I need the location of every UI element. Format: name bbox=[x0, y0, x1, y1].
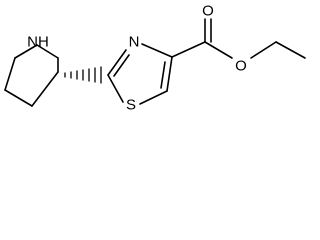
bond-n1-c2-pyrrolidine bbox=[36, 44, 59, 59]
structure-canvas: NH N S O O bbox=[4, 2, 306, 114]
bond-n1-c5-pyrrolidine bbox=[14, 44, 38, 59]
bond-carbonyl-ester-oxygen bbox=[204, 41, 233, 59]
bond-ethyl bbox=[275, 41, 306, 59]
bond-c4-c5-thiazole bbox=[166, 56, 173, 92]
pyrrolidine-nitrogen-label: NH bbox=[27, 34, 49, 51]
bond-c4-carbonyl bbox=[171, 41, 206, 58]
chemical-structure: NH N S O O bbox=[4, 3, 306, 114]
carbonyl-oxygen-label: O bbox=[202, 3, 214, 20]
bond-c2-n3-thiazole-double bbox=[113, 54, 130, 77]
bond-c5-c4-pyrrolidine bbox=[4, 57, 16, 91]
thiazole-sulfur-label: S bbox=[126, 97, 136, 114]
bond-c3-c2-pyrrolidine bbox=[31, 71, 59, 107]
ester-oxygen-label: O bbox=[235, 58, 247, 75]
bond-c2-n3-thiazole bbox=[107, 49, 127, 76]
bond-n3-c4-thiazole bbox=[141, 43, 173, 58]
hashed-wedge-bond bbox=[64, 66, 102, 84]
bond-s1-c2-thiazole bbox=[107, 74, 124, 103]
bond-ester-oxygen-ethyl bbox=[250, 41, 277, 59]
thiazole-nitrogen-label: N bbox=[129, 34, 140, 51]
bond-c5-s1-thiazole bbox=[139, 90, 168, 105]
bond-c4-c3-pyrrolidine bbox=[4, 89, 33, 107]
bond-c4-c5-thiazole-double bbox=[160, 61, 166, 89]
